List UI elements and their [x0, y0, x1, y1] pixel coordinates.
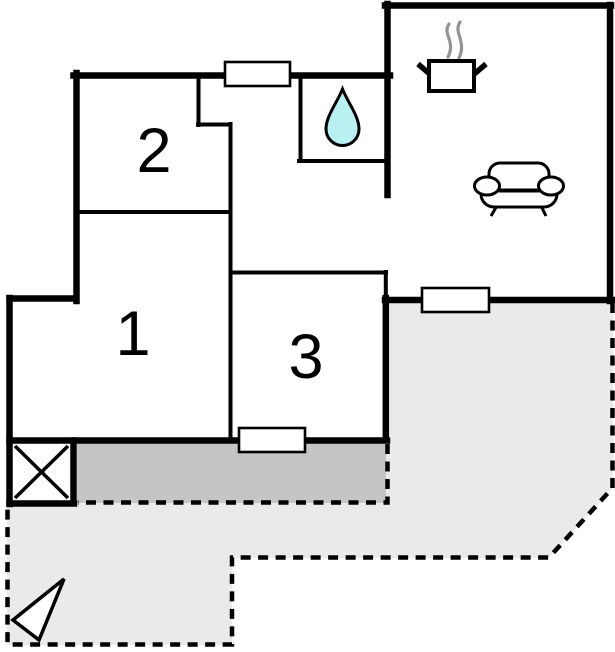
terrace-areas: [7, 300, 613, 645]
terrace-dashed-borders: [5, 303, 615, 647]
terrace-dark-dashed-border: [78, 444, 390, 505]
window-living-bottom: [420, 286, 491, 314]
pot-body: [427, 59, 476, 93]
steam-line-left: [445, 22, 453, 59]
room-label-1: 1: [115, 299, 150, 369]
room-label-3: 3: [288, 322, 323, 392]
sofa-armrest-left: [473, 175, 501, 197]
sofa-icon: [473, 161, 565, 217]
water-drop-icon: [324, 84, 361, 147]
room-labels: 2 1 3: [115, 116, 323, 392]
crossed-box-diagonal-2: [13, 444, 70, 500]
compass-arrow-icon: [10, 577, 66, 643]
steam-line-right: [456, 20, 464, 60]
room-label-2: 2: [136, 116, 171, 186]
sofa-armrest-right: [537, 175, 565, 197]
cooking-pot-icon: [416, 20, 488, 93]
terrace-light-dashed-border: [5, 303, 615, 647]
crossed-box-icon: [13, 444, 70, 500]
partition-walls: [75, 74, 388, 441]
window-room3-bottom: [237, 426, 307, 454]
terrace-dark-area: [77, 443, 386, 503]
window-top: [223, 60, 292, 88]
windows: [223, 60, 491, 454]
steam-icon: [445, 20, 464, 60]
terrace-light-area: [7, 300, 613, 645]
